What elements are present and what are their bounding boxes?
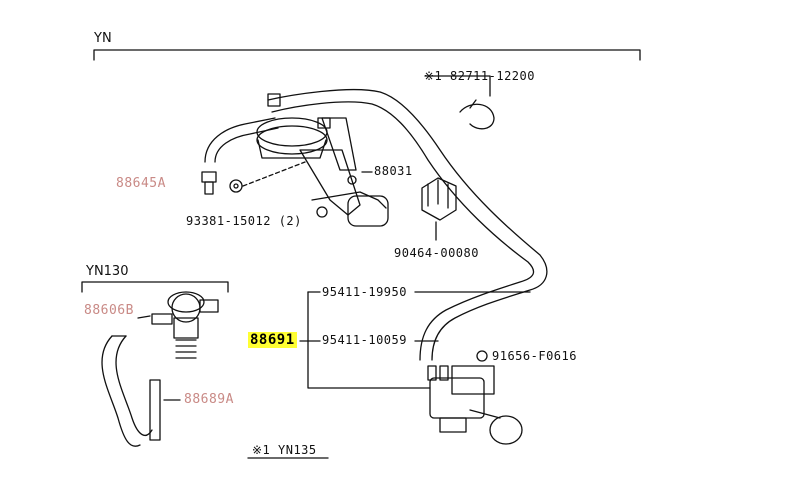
part-label-82711-12200[interactable]: ※1 82711-12200 xyxy=(424,69,535,83)
part-label-95411-19950[interactable]: 95411-19950 xyxy=(322,285,407,299)
part-label-91656-F0616[interactable]: 91656-F0616 xyxy=(492,349,577,363)
part-label-88031[interactable]: 88031 xyxy=(374,164,413,178)
section-header: YN xyxy=(94,31,112,46)
section-bracket-line xyxy=(93,49,641,61)
subsection-header: YN130 xyxy=(86,264,129,279)
part-label-95411-10059[interactable]: 95411-10059 xyxy=(322,333,407,347)
part-label-88645A[interactable]: 88645A xyxy=(116,176,166,191)
part-label-90464-00080[interactable]: 90464-00080 xyxy=(394,246,479,260)
part-label-88606B[interactable]: 88606B xyxy=(84,303,134,318)
footnote-yn135: ※1 YN135 xyxy=(252,443,317,457)
part-label-88689A[interactable]: 88689A xyxy=(184,392,234,407)
vacuum-hose xyxy=(267,88,548,361)
part-label-93381-15012[interactable]: 93381-15012 (2) xyxy=(186,214,302,228)
part-label-88691-highlighted[interactable]: 88691 xyxy=(248,332,297,348)
subsection-bracket-line xyxy=(81,281,229,293)
